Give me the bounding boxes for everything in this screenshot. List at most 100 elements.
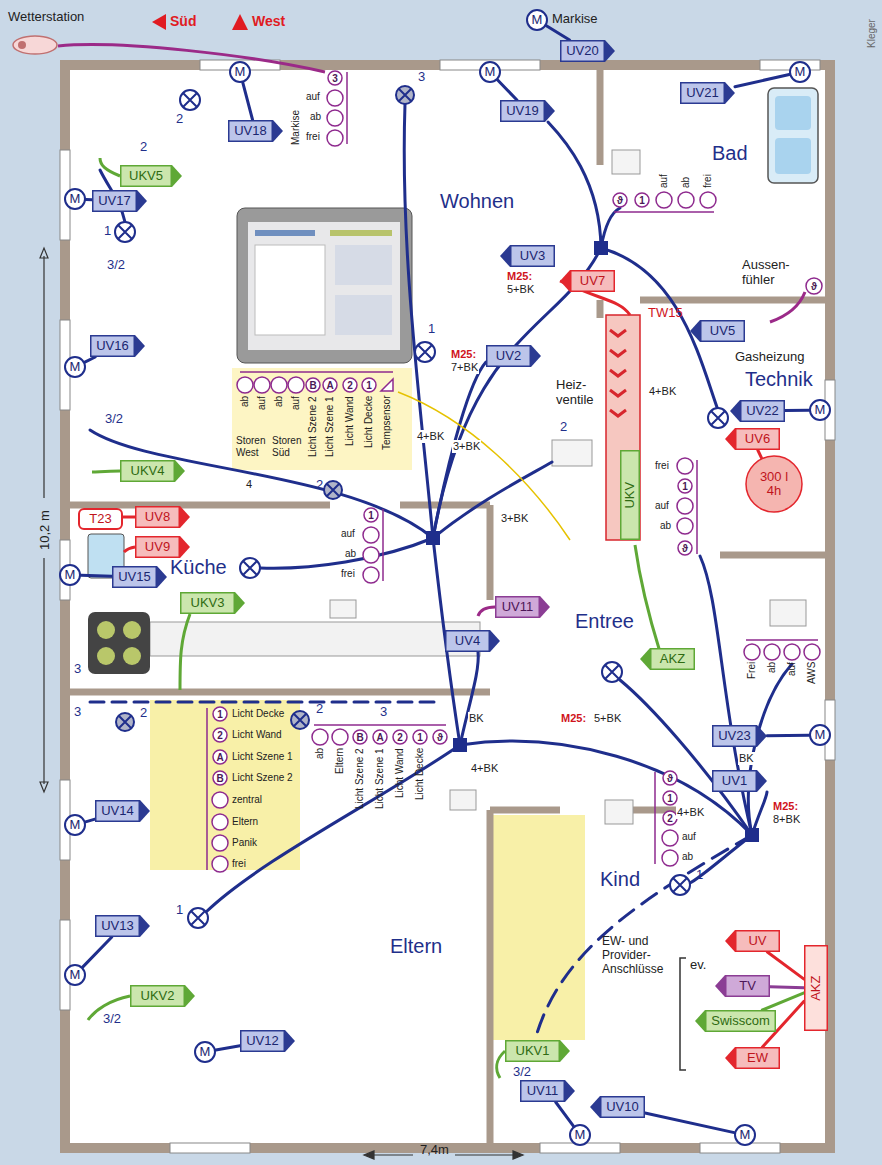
wire: [735, 74, 789, 86]
node-text: M: [70, 192, 81, 206]
lamps: [115, 90, 728, 928]
label: BK: [738, 752, 755, 765]
motor-circle: M: [809, 399, 831, 421]
node-text: ϑ: [437, 732, 443, 743]
label: Aussen- fühler: [742, 258, 800, 288]
label: auf: [306, 91, 320, 103]
label: Storen West: [236, 435, 270, 458]
label: auf: [658, 174, 670, 188]
node-text: UV18: [234, 124, 267, 138]
label: frei: [306, 131, 320, 143]
room-name: Wohnen: [440, 190, 514, 213]
label: ab: [660, 520, 671, 532]
motor-circle: M: [59, 564, 81, 586]
outlet-tag: UV17: [92, 190, 147, 212]
node-text: M: [65, 568, 76, 582]
label: M25:: [772, 800, 799, 813]
hubs: [426, 241, 759, 842]
callout-number: 1: [176, 903, 183, 918]
switch-button: ϑ: [432, 729, 448, 745]
label: Licht Wand: [232, 729, 282, 741]
label: EW- und Provider- Anschlüsse: [602, 935, 672, 976]
label: ab: [345, 548, 356, 560]
outlet-tag: UV8: [135, 506, 190, 528]
label: ab: [680, 177, 692, 188]
label: 3+BK: [500, 512, 529, 525]
label: 4+BK: [648, 385, 677, 398]
label: TW15: [648, 306, 683, 321]
dimension-lines: [40, 248, 523, 1159]
node-text: 2: [397, 732, 403, 743]
node-text: B: [309, 380, 316, 391]
label: Licht Szene 1: [324, 396, 336, 457]
outlet-tag: EW: [725, 1047, 780, 1069]
label: 3+BK: [452, 440, 481, 453]
switch-button: A: [322, 377, 338, 393]
label: Kleger: [866, 19, 878, 48]
node-text: UV1: [722, 774, 747, 788]
switch-button: A: [372, 729, 388, 745]
label: Licht Szene 1: [232, 751, 293, 763]
label: frei: [232, 858, 246, 870]
switch-button: 1: [363, 507, 379, 523]
node-text: UV12: [246, 1034, 279, 1048]
outlet-tag: UV20: [560, 40, 615, 62]
label: West: [252, 13, 285, 29]
outlet-tag: UV3: [500, 245, 555, 267]
node-text: UV23: [718, 729, 751, 743]
motor-circle: M: [734, 1124, 756, 1146]
node-text: 1: [639, 195, 645, 206]
node-text: UV20: [566, 44, 599, 58]
node-text: M: [235, 65, 246, 79]
label: 4: [245, 478, 253, 491]
label: Eltern: [232, 816, 258, 828]
switch-button: 1: [361, 377, 377, 393]
label: auf: [786, 662, 798, 676]
label: Licht Wand: [344, 396, 356, 446]
wire: [556, 1102, 574, 1126]
callout-number: 3: [74, 662, 81, 677]
node-text: 1: [667, 793, 673, 804]
motor-circle: M: [809, 724, 831, 746]
node-text: 1: [217, 709, 223, 720]
outlet-tag: UV2: [486, 345, 541, 367]
windows: [60, 60, 835, 1153]
room-name: Bad: [712, 142, 748, 165]
outlet-tag: UV12: [240, 1030, 295, 1052]
label: Licht Szene 2: [307, 396, 319, 457]
node-text: UV22: [746, 404, 779, 418]
wire: [758, 450, 762, 458]
label: Gasheizung: [735, 350, 804, 365]
callout-number: 3/2: [105, 412, 123, 427]
switch-button: 1: [634, 192, 650, 208]
label: ab: [766, 662, 778, 673]
motor-circle: M: [194, 1041, 216, 1063]
label: ab: [239, 396, 251, 407]
switch-button: A: [212, 749, 228, 765]
wire: [645, 1113, 734, 1133]
ukv-bar: UKV: [620, 450, 640, 540]
label: 4+BK: [470, 762, 499, 775]
outlet-tag: UV9: [135, 536, 190, 558]
callout-number: 1: [104, 224, 111, 239]
akz-box: AKZ: [804, 945, 828, 1031]
label: Tempsensor: [381, 396, 393, 450]
label: auf: [341, 528, 355, 540]
thermostat-box: T23: [78, 508, 123, 530]
switch-button: 2: [392, 729, 408, 745]
label: ab: [682, 851, 693, 863]
switch-button: 3: [327, 70, 343, 86]
wire: [498, 80, 517, 100]
node-text: UV10: [606, 1100, 639, 1114]
node-text: EW: [747, 1051, 768, 1065]
node-text: UV2: [496, 349, 521, 363]
motor-circle: M: [789, 61, 811, 83]
callout-number: 2: [560, 420, 567, 435]
room-fills: [65, 65, 830, 1148]
wire: [785, 409, 809, 412]
room-name: Technik: [745, 368, 813, 391]
label: Licht Decke: [414, 748, 426, 800]
outlet-tag: UV1: [712, 770, 767, 792]
label: Licht Decke: [232, 708, 284, 720]
